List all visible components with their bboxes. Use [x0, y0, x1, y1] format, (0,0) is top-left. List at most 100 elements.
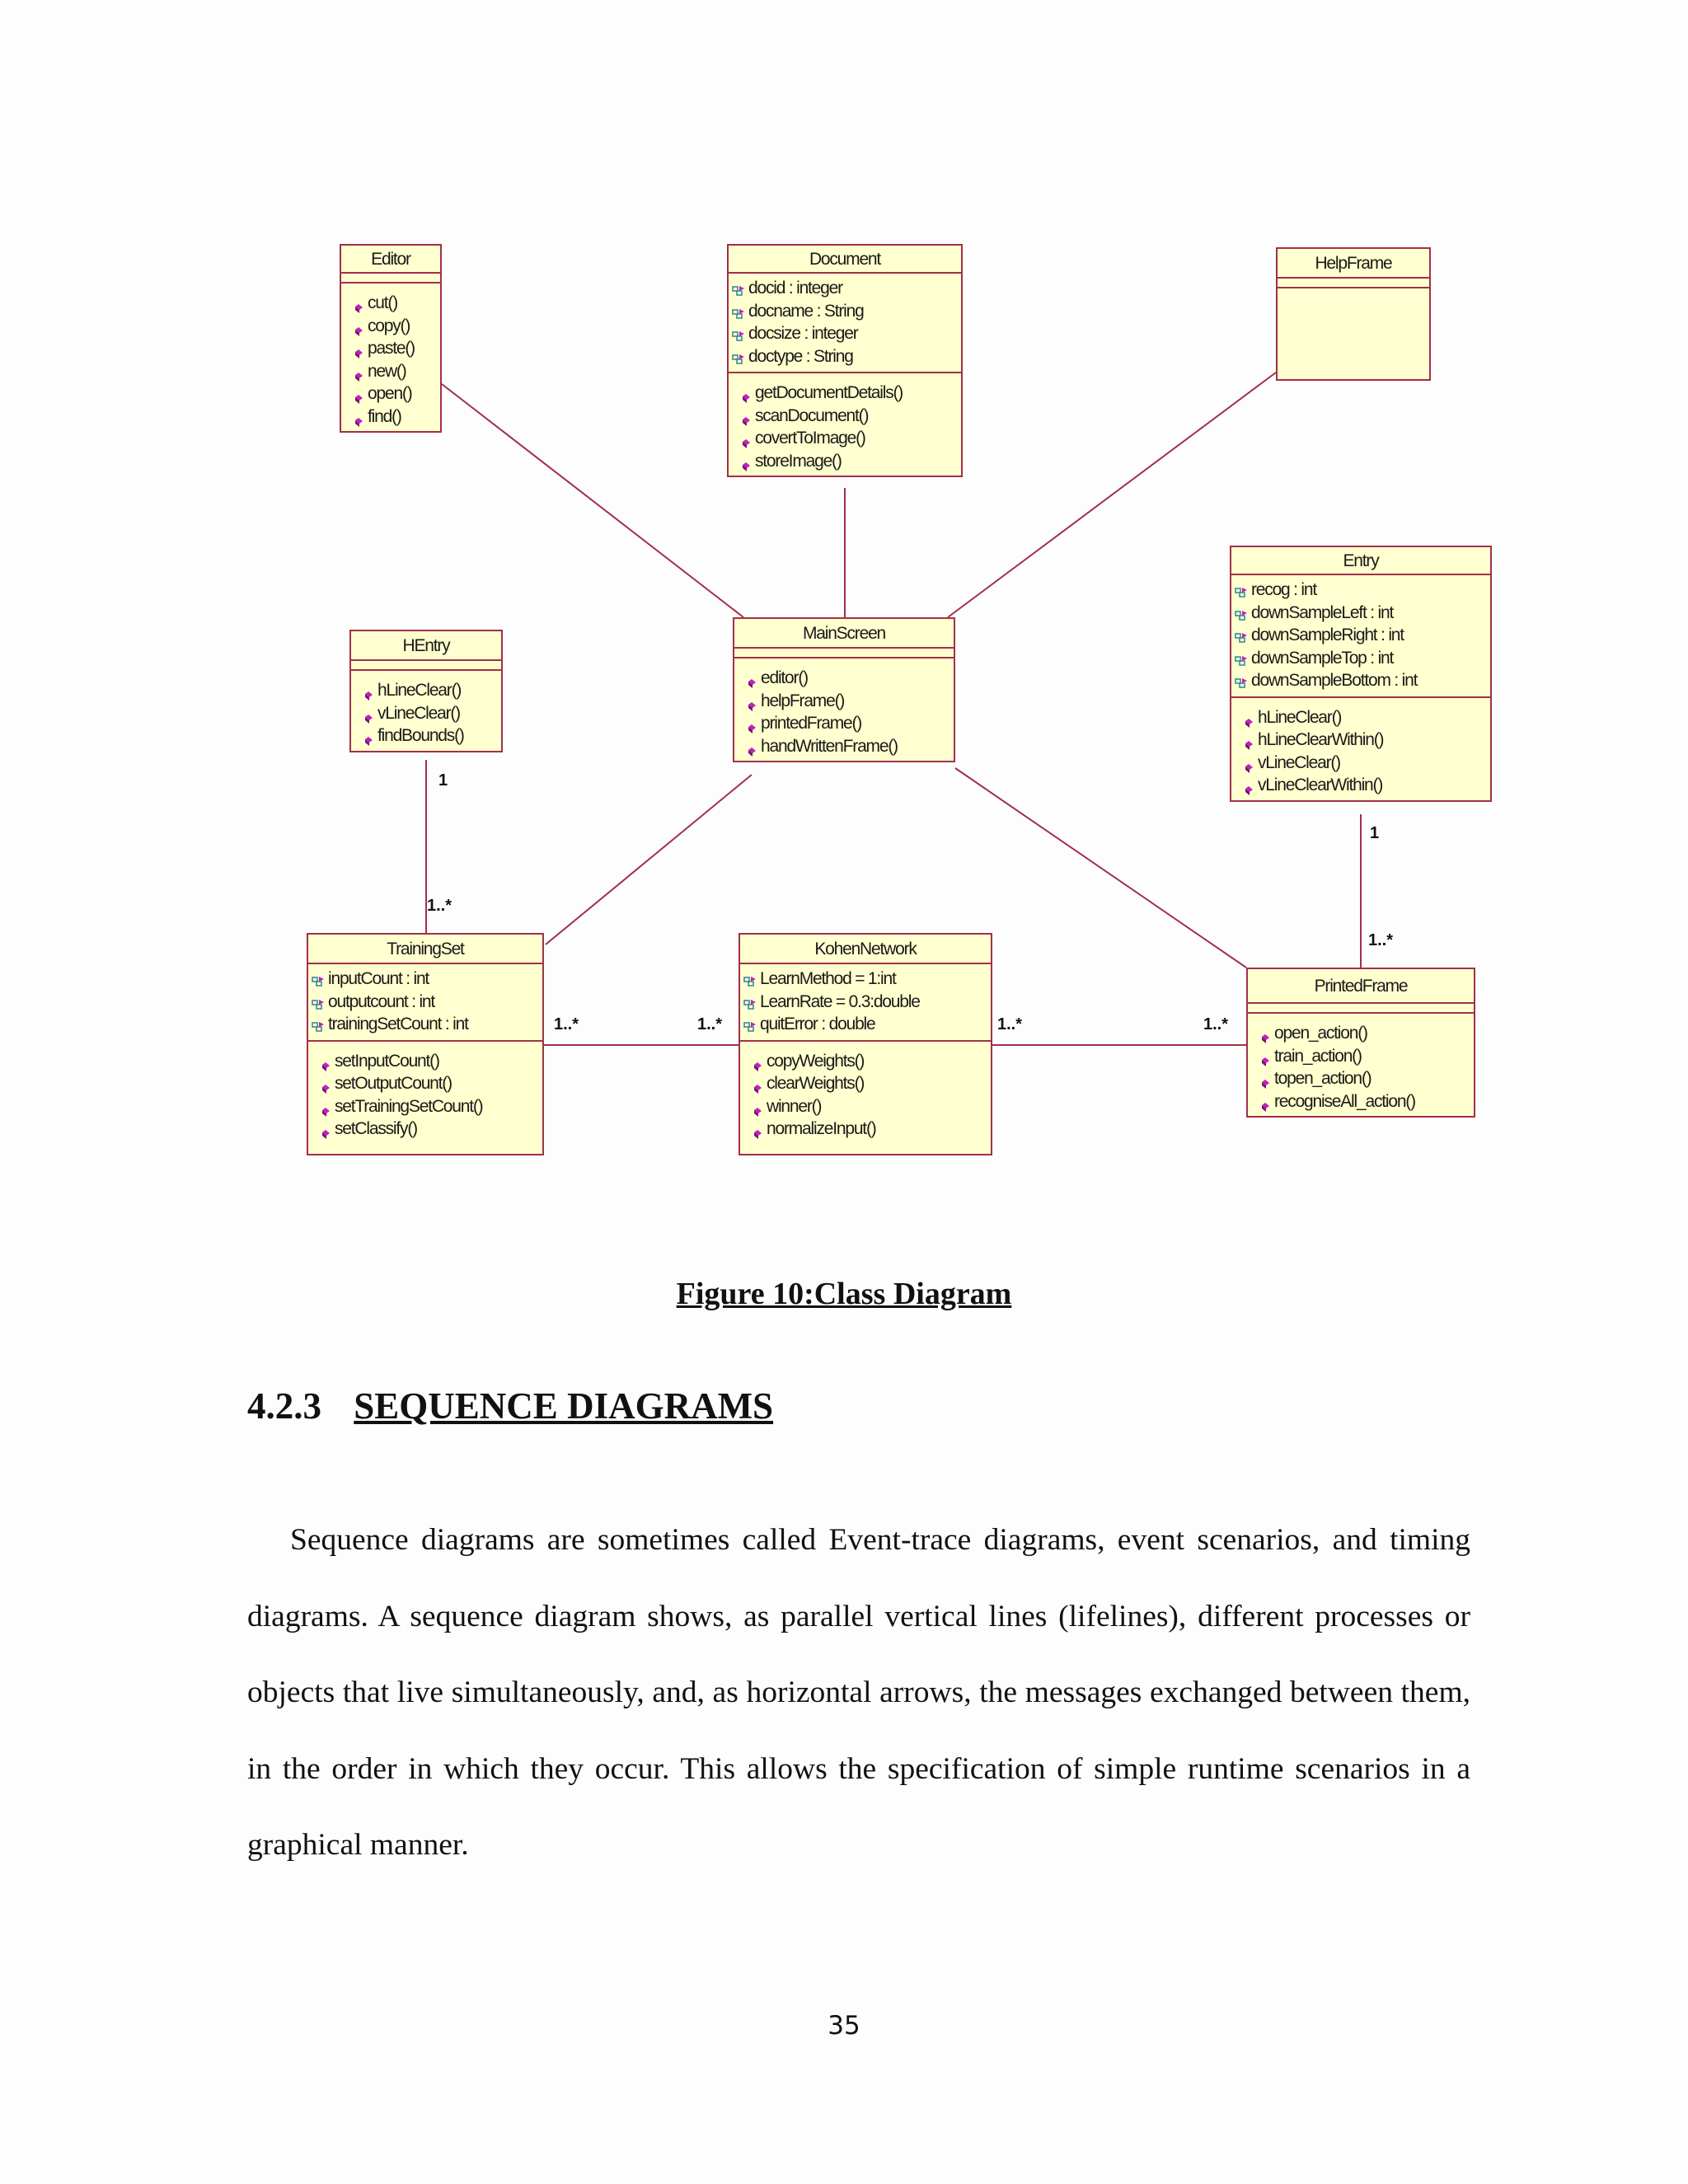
- attribute-icon: [743, 1018, 757, 1032]
- attribute-text: downSampleLeft : int: [1251, 602, 1394, 622]
- class-name: KohenNetwork: [740, 935, 991, 964]
- attribute-icon: [732, 350, 745, 364]
- attribute-icon: [1235, 583, 1248, 598]
- operation-text: normalizeInput(): [767, 1119, 877, 1138]
- operation-icon: [364, 707, 373, 724]
- operation-row: cut(): [351, 292, 440, 315]
- operation-row: findBounds(): [361, 724, 501, 748]
- operation-icon: [1245, 779, 1254, 795]
- operation-text: copyWeights(): [767, 1051, 865, 1071]
- attribute-text: docid : integer: [748, 279, 843, 298]
- operation-icon: [1261, 1027, 1270, 1043]
- operation-icon: [1245, 757, 1254, 773]
- operation-icon: [364, 729, 373, 746]
- multiplicity-label: 1: [438, 771, 448, 790]
- attribute-icon: [732, 282, 745, 296]
- operation-icon: [1261, 1095, 1270, 1112]
- operation-row: hLineClear(): [1241, 706, 1490, 729]
- attribute-text: docsize : integer: [748, 324, 859, 343]
- operation-row: helpFrame(): [744, 690, 954, 713]
- operation-icon: [321, 1077, 331, 1094]
- operation-text: clearWeights(): [767, 1074, 865, 1093]
- attribute-row: recog : int: [1235, 579, 1490, 602]
- operation-row: clearWeights(): [750, 1072, 991, 1095]
- operation-icon: [1261, 1050, 1270, 1066]
- operation-text: recogniseAll_action(): [1274, 1091, 1416, 1111]
- attribute-row: docname : String: [732, 300, 961, 323]
- operation-row: setTrainingSetCount(): [318, 1095, 542, 1118]
- operation-icon: [354, 320, 363, 336]
- attribute-row: inputCount : int: [312, 968, 542, 991]
- operation-icon: [753, 1122, 762, 1139]
- operation-text: helpFrame(): [761, 691, 845, 710]
- operation-icon: [742, 455, 751, 471]
- association-line: [954, 767, 1247, 968]
- figure-caption: Figure 10:Class Diagram: [676, 1277, 1012, 1311]
- operation-row: topen_action(): [1258, 1067, 1474, 1090]
- attribute-row: downSampleBottom : int: [1235, 669, 1490, 692]
- operation-row: train_action(): [1258, 1045, 1474, 1068]
- operation-text: hLineClearWithin(): [1258, 730, 1384, 749]
- multiplicity-label: 1..*: [1368, 931, 1394, 949]
- operation-row: getDocumentDetails(): [738, 382, 961, 405]
- operation-text: hLineClear(): [1258, 707, 1342, 727]
- page-number: 35: [828, 2011, 860, 2041]
- attributes-compartment: [1278, 279, 1429, 288]
- attribute-text: LearnMethod = 1:int: [760, 969, 897, 988]
- operation-row: editor(): [744, 667, 954, 690]
- operation-row: open(): [351, 382, 440, 405]
- operation-icon: [354, 410, 363, 427]
- operation-row: vLineClear(): [361, 702, 501, 725]
- operation-row: vLineClear(): [1241, 752, 1490, 775]
- association-line: [545, 774, 753, 945]
- operation-row: hLineClearWithin(): [1241, 729, 1490, 752]
- operations-compartment: getDocumentDetails() scanDocument()covert…: [729, 373, 961, 476]
- attribute-text: inputCount : int: [328, 969, 429, 988]
- attribute-icon: [743, 996, 757, 1010]
- operation-row: open_action(): [1258, 1022, 1474, 1045]
- operation-text: handWrittenFrame(): [761, 736, 898, 756]
- operation-row: setInputCount(): [318, 1050, 542, 1073]
- multiplicity-label: 1..*: [554, 1015, 579, 1033]
- attributes-compartment: [351, 661, 501, 671]
- attribute-row: downSampleRight : int: [1235, 624, 1490, 647]
- attribute-row: trainingSetCount : int: [312, 1013, 542, 1036]
- operation-icon: [1261, 1072, 1270, 1089]
- operation-icon: [753, 1077, 762, 1094]
- operation-row: normalizeInput(): [750, 1118, 991, 1141]
- attribute-row: LearnRate = 0.3:double: [743, 991, 991, 1014]
- operation-row: setClassify(): [318, 1118, 542, 1141]
- operation-text: getDocumentDetails(): [755, 383, 903, 402]
- operation-row: scanDocument(): [738, 405, 961, 428]
- operations-compartment: hLineClear()vLineClear()findBounds(): [351, 671, 501, 751]
- multiplicity-label: 1: [1370, 824, 1380, 842]
- operation-row: covertToImage(): [738, 427, 961, 450]
- association-line: [441, 383, 744, 618]
- attribute-icon: [732, 305, 745, 319]
- operation-icon: [354, 297, 363, 313]
- attribute-text: docname : String: [748, 301, 865, 321]
- operation-icon: [748, 695, 757, 711]
- operation-text: editor(): [761, 668, 809, 687]
- operation-icon: [742, 432, 751, 448]
- attributes-compartment: [734, 649, 954, 658]
- operation-text: vLineClear(): [1258, 752, 1341, 772]
- multiplicity-label: 1..*: [427, 897, 452, 915]
- attribute-row: docsize : integer: [732, 322, 961, 345]
- operation-row: new(): [351, 360, 440, 383]
- body-paragraph: Sequence diagrams are sometimes called E…: [247, 1523, 1470, 1862]
- attribute-icon: [743, 972, 757, 987]
- operation-icon: [1245, 711, 1254, 728]
- attribute-icon: [1235, 629, 1248, 643]
- attribute-text: doctype : String: [748, 346, 854, 366]
- operations-compartment: hLineClear() hLineClearWithin() vLineClear…: [1231, 698, 1490, 800]
- operation-text: paste(): [368, 339, 415, 358]
- attribute-row: downSampleTop : int: [1235, 647, 1490, 670]
- attribute-text: downSampleTop : int: [1251, 648, 1394, 668]
